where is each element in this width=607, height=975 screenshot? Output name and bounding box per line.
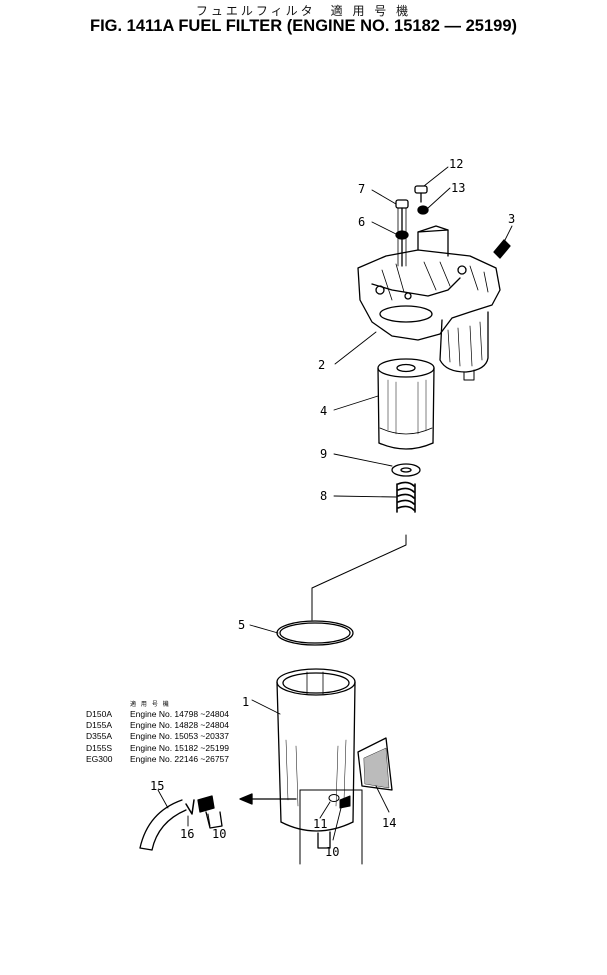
filter-case-part-1 — [276, 668, 356, 849]
bolt-part-12 — [414, 185, 428, 203]
callout-10-pipe: 10 — [212, 827, 226, 841]
callout-7: 7 — [358, 182, 365, 196]
callout-10-case: 10 — [325, 845, 339, 859]
engine-range: Engine No. 14798 ~24804 — [130, 709, 230, 719]
applicability-row: D150A Engine No. 14798 ~24804 — [86, 709, 229, 720]
filter-head — [357, 225, 501, 381]
washer-part-13 — [417, 205, 429, 215]
label-plate-part-14 — [357, 737, 393, 791]
machine-model: D150A — [86, 709, 112, 719]
japanese-title: フュエルフィルタ 適 用 号 機 — [195, 4, 412, 18]
plug-part-3 — [493, 239, 511, 259]
clamp-part-16 — [185, 799, 195, 815]
leader-lines — [157, 166, 513, 841]
callout-14: 14 — [382, 816, 396, 830]
applicability-row: EG300 Engine No. 22146 ~26757 — [86, 754, 229, 765]
spring-part-8 — [396, 481, 416, 513]
engine-range: Engine No. 15053 ~20337 — [130, 731, 230, 742]
callout-11: 11 — [313, 817, 327, 831]
machine-model: D155A — [86, 720, 112, 731]
pipe-part-15 — [139, 799, 187, 851]
washer-part-6 — [395, 230, 409, 240]
callout-2: 2 — [318, 358, 325, 372]
engine-range: Engine No. 22146 ~26757 — [130, 753, 230, 764]
callout-13: 13 — [451, 181, 465, 195]
applicability-heading: 適 用 号 機 — [130, 701, 171, 708]
machine-model: EG300 — [86, 753, 113, 764]
callout-12: 12 — [449, 157, 463, 171]
machine-model: D355A — [86, 731, 112, 742]
engine-range: Engine No. 15182 ~25199 — [130, 742, 230, 753]
callout-1: 1 — [242, 695, 249, 709]
applicability-row: D155S Engine No. 15182 ~25199 — [86, 743, 229, 754]
engine-range: Engine No. 14828 ~24804 — [130, 720, 230, 731]
applicability-row: D355A Engine No. 15053 ~20337 — [86, 731, 229, 742]
machine-model: D155S — [86, 742, 112, 753]
callout-16: 16 — [180, 827, 194, 841]
callout-6: 6 — [358, 215, 365, 229]
callout-15: 15 — [150, 779, 164, 793]
page-title: FIG. 1411A FUEL FILTER (ENGINE NO. 15182… — [89, 17, 517, 35]
callout-8: 8 — [320, 489, 327, 503]
applicability-table: D150A Engine No. 14798 ~24804 D155A Engi… — [86, 709, 229, 765]
washer-part-9 — [391, 463, 421, 477]
callout-4: 4 — [320, 404, 327, 418]
o-ring-part-5 — [276, 620, 354, 646]
filter-element-part-4 — [377, 358, 435, 450]
callout-5: 5 — [238, 618, 245, 632]
callout-3: 3 — [508, 212, 515, 226]
applicability-row: D155A Engine No. 14828 ~24804 — [86, 720, 229, 731]
drain-plug-detail-frame — [299, 789, 363, 865]
callout-9: 9 — [320, 447, 327, 461]
elbow-part-10 — [197, 795, 223, 829]
arrow-to-pipe-detail — [239, 793, 297, 805]
callout-labels: 1 2 3 4 5 6 7 8 9 10 10 11 12 13 14 15 1… — [150, 157, 515, 859]
